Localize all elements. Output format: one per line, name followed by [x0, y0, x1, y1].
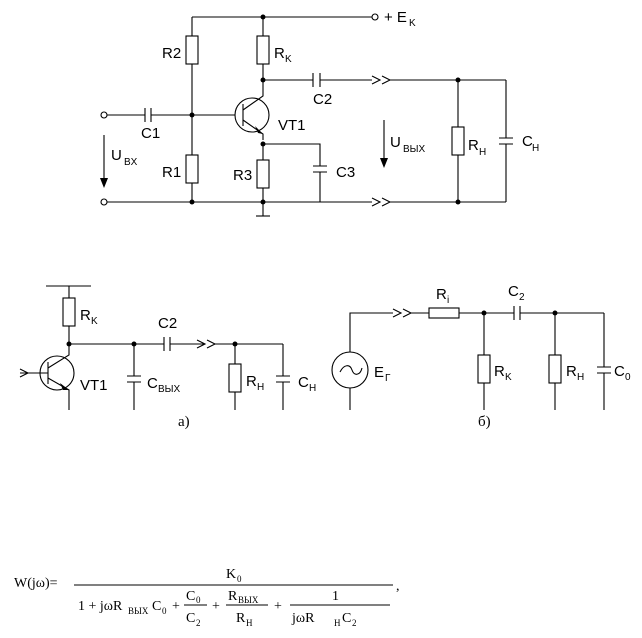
rn-label: R: [468, 137, 479, 154]
cn-label: C: [522, 133, 533, 150]
svg-text:2: 2: [519, 292, 525, 303]
a-cvyx-label: C: [147, 375, 158, 392]
svg-text:i: i: [447, 295, 449, 306]
svg-text:0: 0: [162, 606, 167, 616]
svg-text:+: +: [212, 599, 220, 614]
a-c2-label: C2: [158, 315, 177, 332]
svg-text:K: K: [505, 372, 512, 383]
b-c0-capacitor: [597, 366, 611, 374]
formula-frac2-num: R: [228, 589, 238, 604]
svg-text:Г: Г: [385, 373, 391, 384]
svg-text:K: K: [285, 54, 292, 65]
a-c2-capacitor: [163, 337, 171, 351]
svg-text:H: H: [309, 383, 316, 394]
svg-text:H: H: [257, 382, 264, 393]
input-terminal: [100, 111, 108, 119]
formula-frac2-den: R: [236, 611, 246, 626]
r1-resistor: [185, 154, 199, 184]
formula-frac1-num: C: [186, 589, 195, 604]
transfer-function-formula: W(jω)= K 0 1 + jωR BЫX C 0 + C 0 C 2 + R…: [14, 567, 400, 628]
rk-resistor: [256, 35, 270, 65]
svg-text:0: 0: [196, 595, 201, 605]
r2-resistor: [185, 35, 199, 65]
svg-text:,: ,: [396, 579, 400, 594]
b-c2-label: C: [508, 283, 519, 300]
svg-text:C: C: [342, 611, 351, 626]
input-ground-terminal: [100, 198, 108, 206]
svg-text:BЫX: BЫX: [238, 595, 259, 605]
b-rn-label: R: [566, 363, 577, 380]
b-rn-resistor: [548, 354, 562, 384]
r1-label: R1: [162, 164, 181, 181]
svg-text:C: C: [152, 599, 161, 614]
circuit-a: R K C2 VT1 C BЫX R H C H а): [19, 285, 316, 430]
svg-text:K: K: [91, 316, 98, 327]
top-amplifier-circuit: + E K R2 R K C2 C1 VT1: [100, 9, 539, 217]
svg-text:0: 0: [625, 372, 631, 383]
formula-lhs: W(jω)=: [14, 576, 58, 591]
supply-label: + E: [384, 9, 407, 26]
supply-terminal: [371, 13, 379, 21]
b-ri-label: R: [436, 286, 447, 303]
caption-b: б): [478, 414, 491, 430]
c2-capacitor: [312, 73, 321, 87]
rn-resistor: [451, 126, 465, 156]
a-vt1-label: VT1: [80, 377, 108, 394]
a-rn-resistor: [228, 363, 242, 393]
svg-text:+: +: [172, 599, 180, 614]
rk-label: R: [274, 45, 285, 62]
c1-capacitor: [144, 108, 152, 122]
svg-text:BЫX: BЫX: [158, 384, 181, 395]
a-rk-resistor: [62, 297, 76, 327]
b-generator-source: [331, 351, 369, 389]
svg-text:H: H: [334, 618, 341, 628]
r3-resistor: [256, 159, 270, 189]
svg-text:H: H: [577, 372, 584, 383]
a-cn-capacitor: [276, 375, 290, 383]
c2-label: C2: [313, 91, 332, 108]
circuit-b: R i C 2 E Г R K R H C 0 б): [331, 283, 631, 430]
svg-text:H: H: [532, 143, 539, 154]
formula-frac3-num: 1: [332, 589, 339, 604]
b-eg-label: E: [374, 364, 384, 381]
svg-text:2: 2: [352, 618, 357, 628]
uvx-label: U: [111, 147, 122, 164]
svg-text:BЫX: BЫX: [128, 606, 149, 616]
c3-label: C3: [336, 164, 355, 181]
b-rk-label: R: [494, 363, 505, 380]
formula-numerator: K: [226, 567, 236, 582]
r2-label: R2: [162, 45, 181, 62]
svg-text:0: 0: [237, 574, 242, 584]
c3-capacitor: [313, 165, 327, 173]
svg-text:BЫX: BЫX: [403, 144, 426, 155]
a-cvyx-capacitor: [127, 375, 141, 383]
a-cn-label: C: [298, 374, 309, 391]
output-connector: [371, 75, 392, 85]
b-ri-resistor: [428, 307, 460, 319]
formula-den-term1: 1 + jωR: [78, 599, 123, 614]
svg-text:H: H: [479, 147, 486, 158]
svg-text:2: 2: [196, 618, 201, 628]
caption-a: а): [178, 414, 190, 430]
svg-text:H: H: [246, 618, 253, 628]
vt1-label: VT1: [278, 117, 306, 134]
b-c0-label: C: [614, 363, 625, 380]
a-rk-label: R: [80, 307, 91, 324]
b-c2-capacitor: [513, 306, 521, 320]
cn-capacitor: [499, 137, 513, 145]
formula-frac3-den: jωR: [291, 611, 315, 626]
svg-text:+: +: [274, 599, 282, 614]
svg-text:BX: BX: [124, 157, 138, 168]
a-rn-label: R: [246, 373, 257, 390]
r3-label: R3: [233, 167, 252, 184]
c1-label: C1: [141, 125, 160, 142]
formula-frac1-den: C: [186, 611, 195, 626]
svg-text:K: K: [409, 18, 416, 29]
uvyx-label: U: [390, 134, 401, 151]
b-rk-resistor: [477, 354, 491, 384]
